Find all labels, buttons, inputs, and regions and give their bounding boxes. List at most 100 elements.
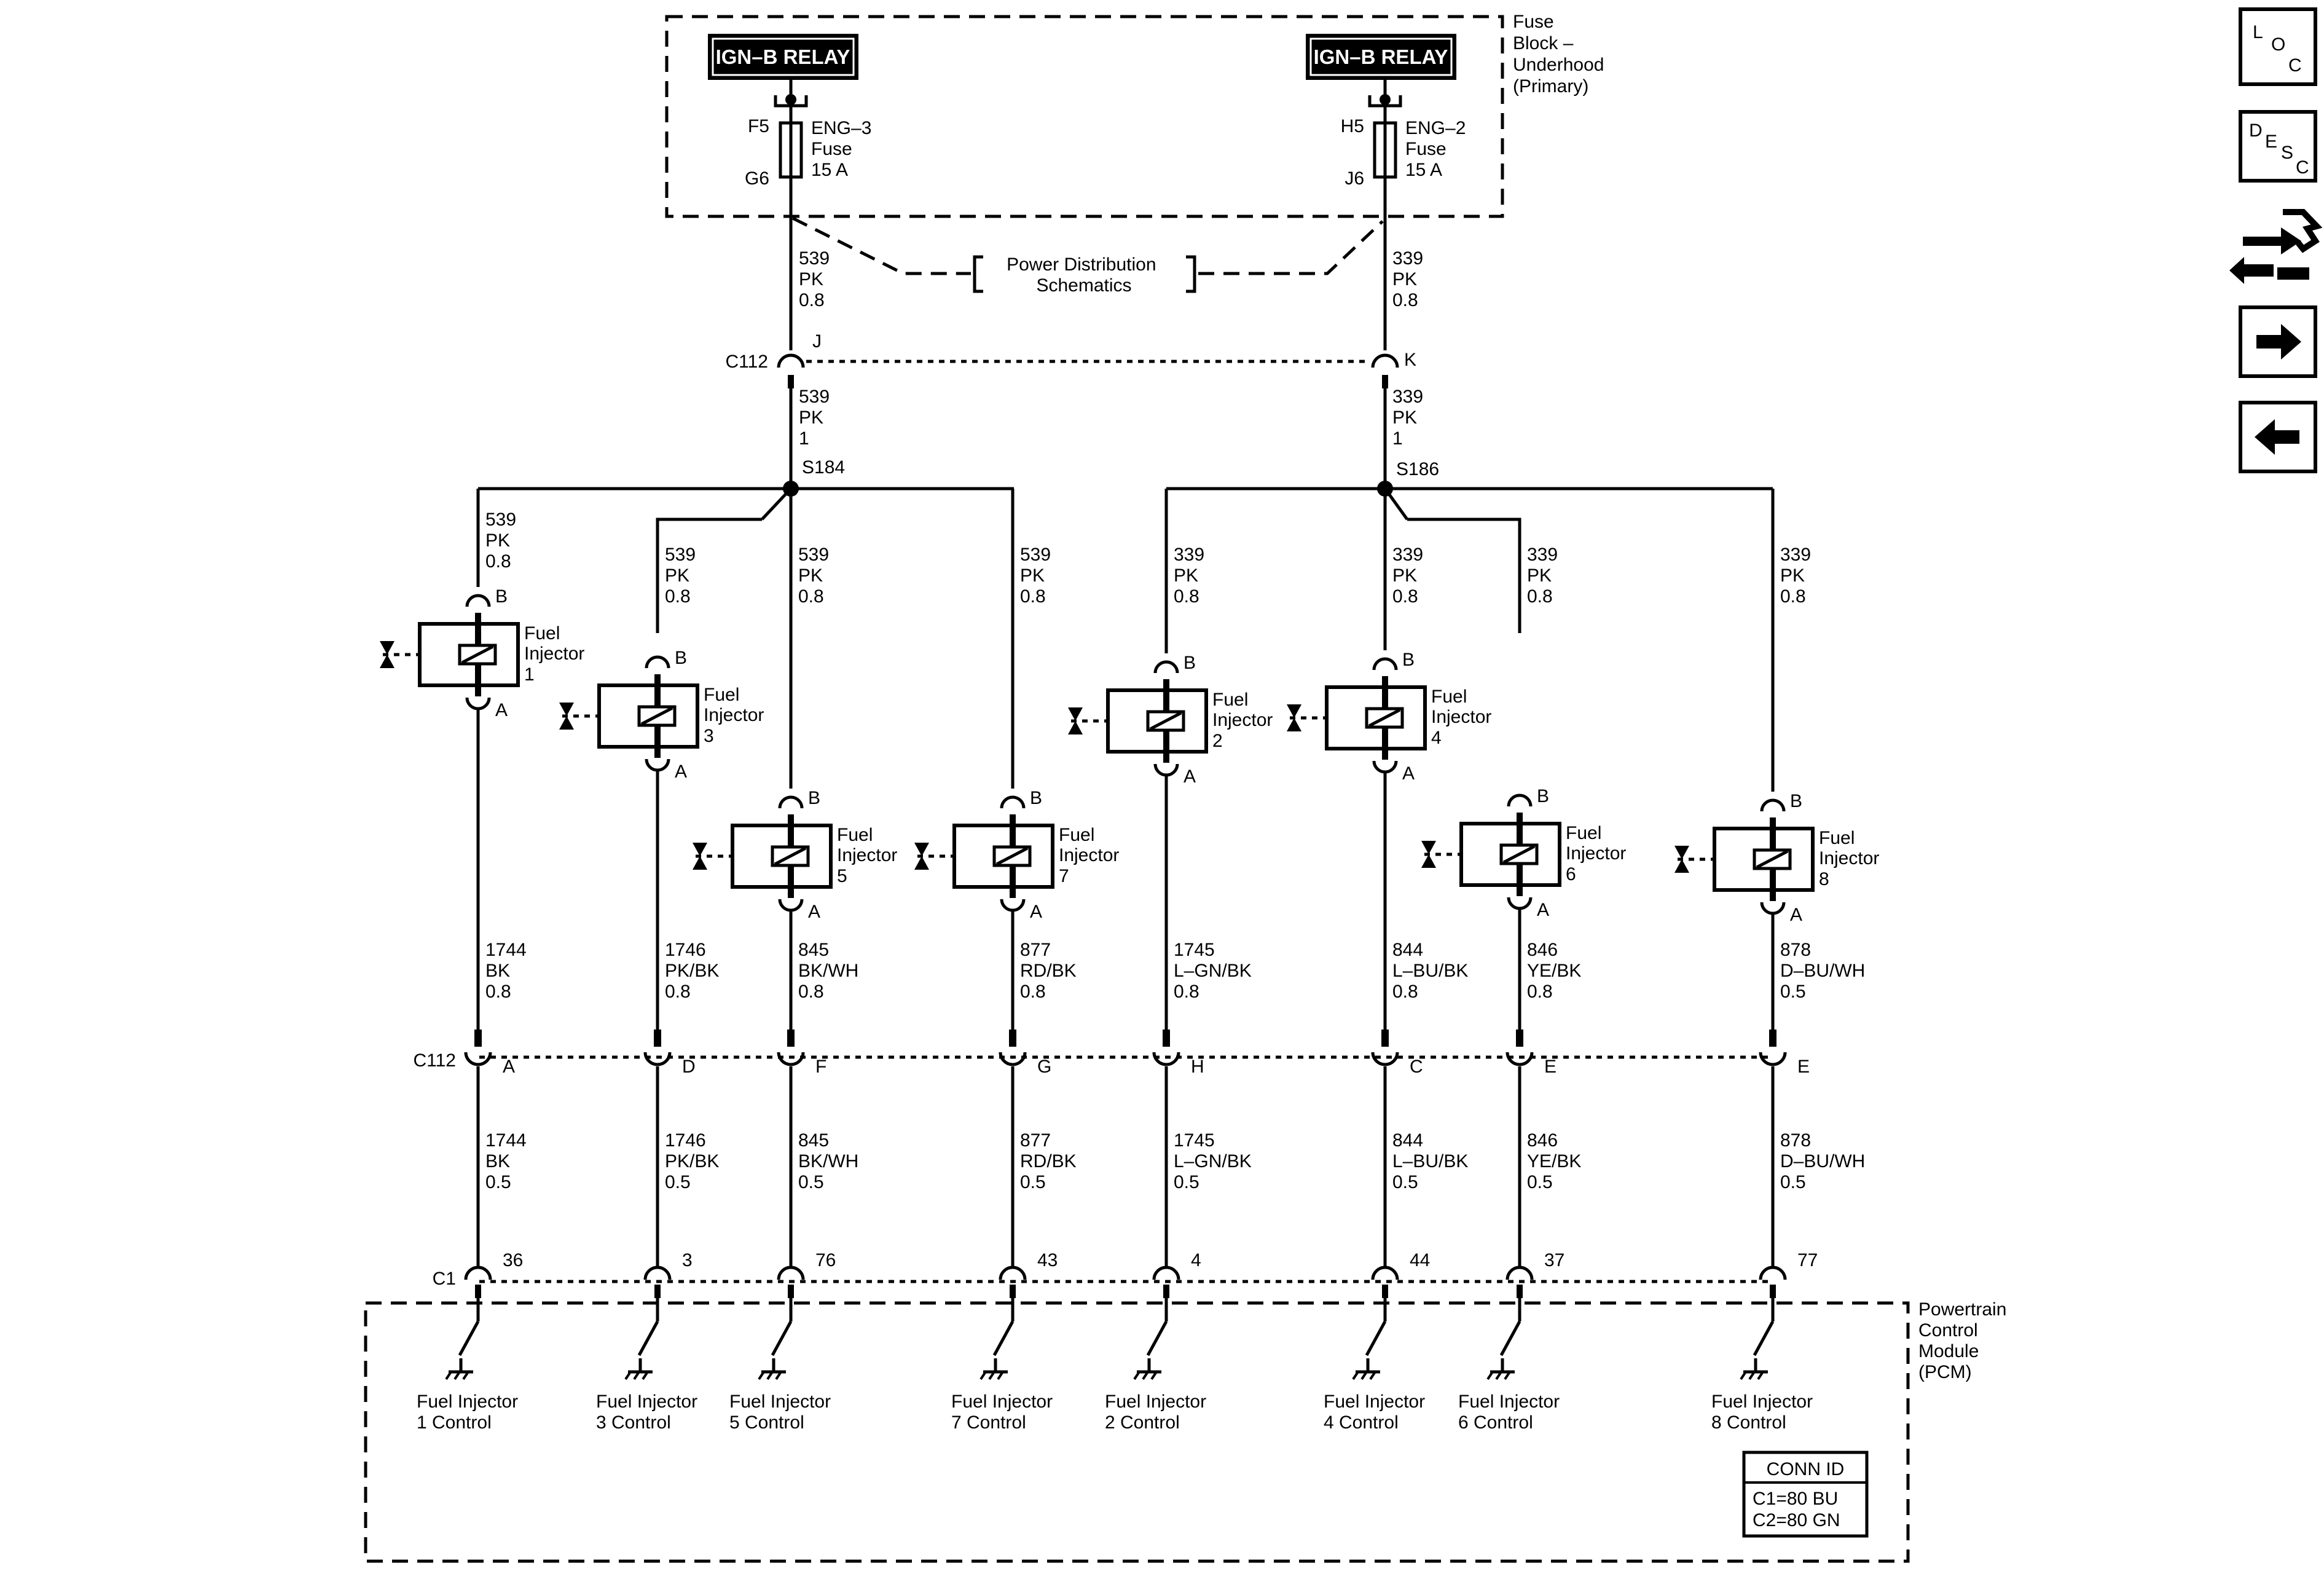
- injector-label: Fuel: [524, 623, 560, 644]
- injector-label: Fuel: [1431, 687, 1467, 707]
- pin-a-label: A: [1402, 763, 1415, 784]
- control-label-mid: 878: [1780, 940, 1811, 960]
- c112-pin-connector: [643, 1052, 672, 1066]
- pcm-control-label: 1 Control: [417, 1412, 492, 1433]
- injector-branch-3: 539PK0.8BFuelInjector3A1746PK/BK0.8D1746…: [559, 487, 792, 1433]
- control-label-low: 1744: [485, 1130, 527, 1151]
- back-arrow-button[interactable]: [2239, 401, 2317, 473]
- pcm-pin-label: 4: [1191, 1250, 1201, 1270]
- injector-label: Injector: [1212, 710, 1273, 730]
- nav-loc-button[interactable]: L O C: [2239, 7, 2317, 86]
- pin-a-connector: [1760, 902, 1786, 915]
- injector-label: Injector: [1819, 848, 1879, 868]
- svg-text:539 PK 1: 539 PK 1: [799, 387, 834, 449]
- pin-b-label: B: [495, 586, 508, 607]
- c112-pin-label: C: [1410, 1057, 1423, 1077]
- control-label-low: L–BU/BK: [1392, 1151, 1468, 1171]
- svg-text:C: C: [2296, 157, 2309, 178]
- ign-b-relay-right-label: IGN–B RELAY: [1314, 45, 1448, 68]
- supply-label: PK: [1780, 565, 1805, 586]
- forward-arrow-button[interactable]: [2239, 305, 2317, 378]
- pin-b-label: B: [808, 788, 820, 808]
- pcm-control-label: Fuel Injector: [729, 1392, 831, 1412]
- pin-a-connector: [1153, 763, 1179, 777]
- pcm-pin-label: 43: [1037, 1250, 1058, 1270]
- supply-label: 0.8: [1527, 586, 1553, 607]
- control-label-low: 878: [1780, 1130, 1811, 1151]
- svg-text:CONN ID: CONN ID: [1767, 1459, 1845, 1479]
- control-label-mid: D–BU/WH: [1780, 961, 1865, 981]
- supply-label: 0.8: [1174, 586, 1199, 607]
- pin-a-connector: [465, 697, 491, 711]
- pcm-pin-label: 3: [682, 1250, 693, 1270]
- injector-label: Fuel: [837, 825, 873, 845]
- pcm-switch-icon: [771, 1320, 793, 1357]
- ign-b-relay-left: [708, 34, 858, 80]
- control-label-low: D–BU/WH: [1780, 1151, 1865, 1171]
- fuse-eng-3: F5 G6 ENG–3 Fuse 15 A: [745, 80, 877, 189]
- control-label-mid: 844: [1392, 940, 1423, 960]
- c112-top-connector: C112 J K: [726, 331, 1416, 388]
- pcm-control-label: Fuel Injector: [1105, 1392, 1206, 1412]
- injector-branch-4: 339PK0.8BFuelInjector4A844L–BU/BK0.8C844…: [1287, 489, 1491, 1433]
- control-label-low: 0.5: [1020, 1172, 1046, 1192]
- supply-label: 339: [1174, 545, 1204, 565]
- pcm-switch-icon: [1499, 1320, 1521, 1357]
- pin-b-label: B: [1537, 786, 1549, 806]
- c112-pin-label: H: [1191, 1057, 1204, 1077]
- pcm-control-label: 8 Control: [1711, 1412, 1786, 1433]
- svg-text:539 PK 0.8: 539 PK 0.8: [799, 248, 834, 310]
- c112-pin-label: E: [1797, 1057, 1810, 1077]
- supply-label: 0.8: [485, 551, 511, 572]
- pcm-control-label: Fuel Injector: [417, 1392, 518, 1412]
- control-label-mid: 846: [1527, 940, 1558, 960]
- c112-pin-label: E: [1544, 1057, 1557, 1077]
- pin-a-connector: [778, 899, 804, 912]
- supply-label: 0.8: [665, 586, 691, 607]
- control-label-mid: 1745: [1174, 940, 1215, 960]
- supply-label: PK: [1527, 565, 1552, 586]
- injector-number: 4: [1431, 728, 1442, 748]
- injector-label: Fuel: [1566, 823, 1601, 843]
- pin-b-label: B: [1402, 650, 1415, 670]
- supply-label: PK: [798, 565, 823, 586]
- control-label-mid: 877: [1020, 940, 1051, 960]
- control-label-low: BK: [485, 1151, 510, 1171]
- fuse-block-underhood: Fuse Block – Underhood (Primary) IGN–B R…: [665, 12, 1604, 218]
- nav-desc-button[interactable]: D E S C: [2239, 110, 2317, 183]
- svg-text:ENG–3 Fuse 15: ENG–3 Fuse 15 A: [811, 118, 877, 180]
- pin-b-connector: [465, 594, 491, 607]
- injector-nozzle-icon: [559, 703, 574, 730]
- supply-label: PK: [1020, 565, 1045, 586]
- c1-label: C1: [433, 1269, 456, 1289]
- pin-b-label: B: [1184, 653, 1196, 673]
- pin-b-connector: [778, 795, 804, 809]
- pcm-control-label: Fuel Injector: [596, 1392, 697, 1412]
- injector-nozzle-icon: [914, 843, 929, 870]
- pin-b-label: B: [1790, 791, 1802, 811]
- pcm-outline: [364, 1301, 1910, 1563]
- supply-label: 339: [1392, 545, 1423, 565]
- control-label-low: 0.5: [485, 1172, 511, 1192]
- injector-label: Injector: [1566, 843, 1626, 864]
- injector-label: Fuel: [704, 685, 739, 705]
- pcm-title: Powertrain Control Module (PCM): [1918, 1299, 2012, 1382]
- c1-pin-connector: [1505, 1266, 1534, 1280]
- diagnostic-connector-icon[interactable]: [2229, 209, 2323, 284]
- control-label-mid: 1744: [485, 940, 527, 960]
- svg-text:L: L: [2253, 22, 2263, 42]
- injector-branch-7: 539PK0.8BFuelInjector7A877RD/BK0.8G877RD…: [914, 489, 1119, 1433]
- pcm-pin-label: 36: [503, 1250, 523, 1270]
- supply-label: 539: [1020, 545, 1051, 565]
- c112-bottom-label: C112: [414, 1050, 457, 1071]
- control-label-low: 1745: [1174, 1130, 1215, 1151]
- pin-b-connector: [1507, 793, 1533, 807]
- injector-number: 5: [837, 866, 847, 886]
- supply-label: 339: [1780, 545, 1811, 565]
- control-label-mid: 1746: [665, 940, 706, 960]
- c112-pin-connector: [777, 1052, 805, 1066]
- pin-a-label: A: [1030, 902, 1042, 922]
- pcm-control-label: 2 Control: [1105, 1412, 1180, 1433]
- injector-label: Fuel: [1819, 828, 1855, 848]
